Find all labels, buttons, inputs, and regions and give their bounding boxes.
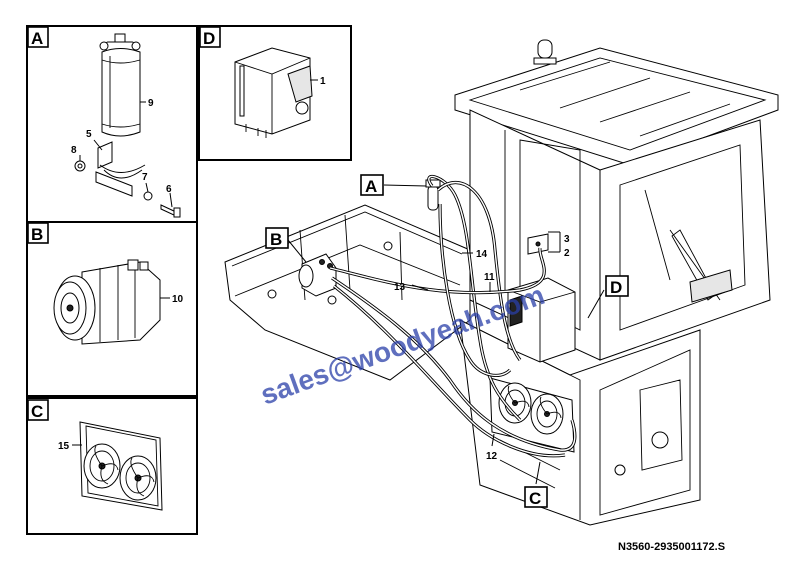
callout-10: 10	[172, 294, 184, 305]
panel-a-label: A	[31, 29, 43, 48]
callout-9: 9	[148, 98, 154, 109]
ac-hoses	[329, 174, 577, 458]
main-tag-b-label: B	[270, 230, 282, 249]
callout-13: 13	[394, 282, 406, 293]
callout-15: 15	[58, 441, 70, 452]
evaporator-unit-drawing	[234, 47, 313, 138]
callout-5: 5	[86, 129, 92, 140]
receiver-drier-drawing	[74, 33, 181, 218]
callout-3: 3	[564, 234, 570, 245]
panel-b-label: B	[31, 225, 43, 244]
main-tag-c-label: C	[529, 489, 541, 508]
main-tag-b: B	[265, 227, 289, 249]
callout-8: 8	[71, 145, 77, 156]
callout-1: 1	[320, 76, 326, 87]
detail-panel-a: A	[26, 25, 198, 223]
callout-7: 7	[142, 172, 148, 183]
panel-c-label: C	[31, 402, 43, 421]
condenser-fan-drawing	[79, 421, 163, 511]
detail-panel-c: C 15	[26, 397, 198, 535]
main-tag-d-label: D	[610, 278, 622, 297]
drawing-code: N3560-2935001172.S	[618, 541, 725, 553]
main-tag-a-label: A	[365, 177, 377, 196]
callout-11: 11	[484, 272, 495, 283]
main-tag-a: A	[360, 174, 384, 196]
panel-a-leaders	[79, 101, 173, 208]
compressor-drawing	[53, 259, 161, 345]
panel-d-label: D	[203, 29, 215, 48]
main-tag-d: D	[605, 275, 629, 297]
callout-2: 2	[564, 248, 570, 259]
detail-panel-b: B 10	[26, 221, 198, 397]
main-tag-c: C	[524, 486, 548, 508]
detail-panel-d: D 1	[198, 25, 352, 161]
callout-14: 14	[476, 249, 488, 260]
callout-12: 12	[486, 451, 498, 462]
callout-6: 6	[166, 184, 172, 195]
main-leaders	[287, 184, 605, 485]
